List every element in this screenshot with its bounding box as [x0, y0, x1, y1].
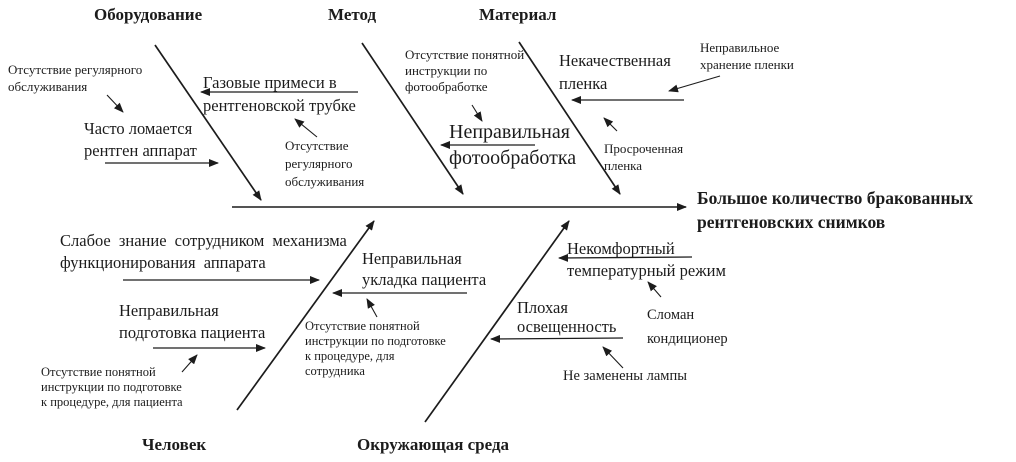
- lamps-link-arrow: [602, 346, 624, 369]
- broken-ac-link-arrow: [647, 281, 662, 298]
- material-bone: [518, 41, 621, 195]
- cause-lamps-not-replaced: Не заменены лампы: [563, 368, 687, 384]
- staff-instruction-link-arrow: [366, 298, 378, 318]
- cause-gas-impurities: Газовые примеси в рентгеновской трубке: [203, 73, 356, 115]
- person-bone: [236, 220, 375, 411]
- cause-expired-film: Просроченная пленка: [604, 141, 684, 173]
- environment-bone: [424, 220, 570, 423]
- cause-low-quality-film: Некачественная пленка: [559, 51, 671, 93]
- cause-wrong-photo-processing: Неправильная фотообработка: [449, 121, 577, 169]
- cause-weak-staff-knowledge: Слабое знание сотрудником механизма функ…: [60, 231, 347, 272]
- patient-instruction-link-arrow: [181, 354, 198, 373]
- cause-wrong-preparation: Неправильная подготовка пациента: [119, 301, 266, 342]
- cause-xray-machine-breaks: Часто ломается рентген аппарат: [84, 119, 197, 160]
- film-storage-link-arrow: [668, 75, 721, 93]
- no-service-link-arrow: [106, 94, 124, 113]
- cause-no-service-tube: Отсутствие регулярного обслуживания: [285, 138, 365, 189]
- temperature-arrow: [558, 253, 693, 262]
- equipment-bone: [154, 44, 262, 201]
- expired-film-link-arrow: [603, 117, 618, 132]
- cause-poor-lighting: Плохая освещенность: [517, 298, 617, 336]
- cause-wrong-positioning: Неправильная укладка пациента: [362, 249, 487, 289]
- cause-uncomfortable-temperature: Некомфортный температурный режим: [567, 239, 726, 280]
- cause-no-regular-service: Отсутствие регулярного обслуживания: [8, 62, 143, 94]
- cause-no-staff-instruction: Отсутствие понятной инструкции по подгот…: [305, 319, 446, 378]
- category-label-method: Метод: [328, 5, 377, 24]
- category-label-material: Материал: [479, 5, 557, 24]
- poor-lighting-arrow: [490, 334, 624, 343]
- method-bone: [361, 42, 464, 195]
- category-label-environment: Окружающая среда: [357, 435, 510, 454]
- photo-instruction-link-arrow: [471, 104, 483, 122]
- cause-no-patient-instruction: Отсутствие понятной инструкции по подгот…: [41, 365, 183, 409]
- category-label-person: Человек: [142, 435, 207, 454]
- category-label-equipment: Оборудование: [94, 5, 203, 24]
- cause-improper-film-storage: Неправильное хранение пленки: [700, 40, 794, 72]
- cause-broken-air-conditioner: Сломан кондиционер: [647, 307, 728, 347]
- cause-no-photo-instruction: Отсутствие понятной инструкции по фотооб…: [405, 47, 525, 94]
- tube-service-link-arrow: [294, 118, 318, 138]
- effect-label: Большое количество бракованных рентгенов…: [697, 188, 973, 232]
